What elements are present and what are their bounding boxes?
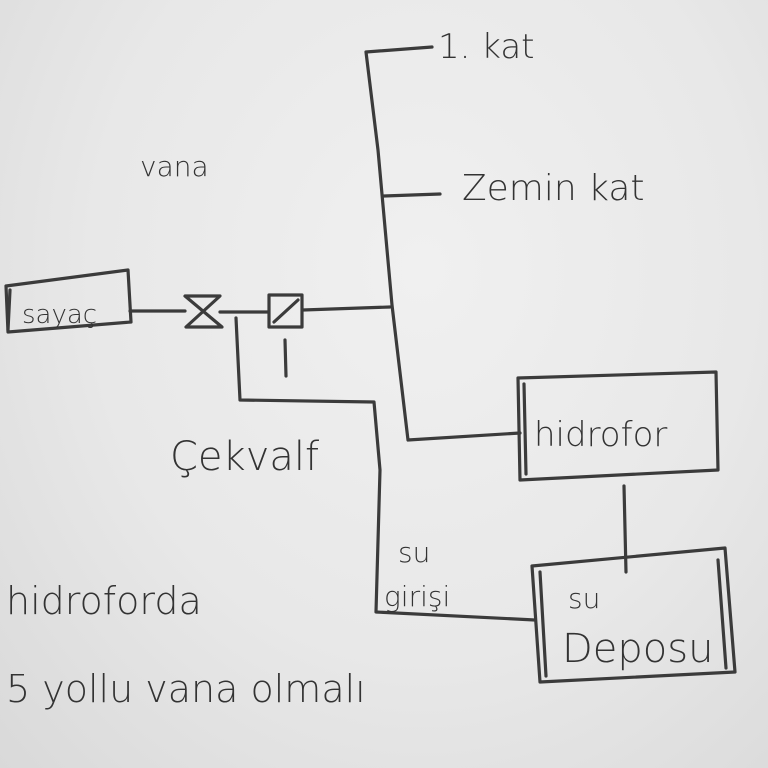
check-valve-icon bbox=[267, 293, 304, 378]
water-inlet-label-2: girişi bbox=[384, 580, 450, 613]
tank-label-1: su bbox=[568, 582, 600, 615]
meter-box: sayaç bbox=[4, 268, 133, 334]
supply-pipe bbox=[128, 305, 392, 314]
riser-pipe bbox=[364, 45, 522, 442]
hydrophore-tank-pipe bbox=[622, 484, 628, 574]
hydrophore-label: hidrofor bbox=[534, 415, 667, 455]
check-valve-branch bbox=[234, 316, 537, 622]
water-tank-box: su Deposu bbox=[530, 546, 737, 684]
gate-valve-icon bbox=[183, 294, 224, 329]
ground-floor-branch bbox=[382, 192, 442, 198]
meter-label: sayaç bbox=[22, 300, 97, 330]
floor1-label: 1. kat bbox=[438, 27, 535, 67]
hydrophore-box: hidrofor bbox=[516, 370, 720, 482]
valve-label: vana bbox=[140, 150, 209, 183]
note-line-2: 5 yollu vana olmalı bbox=[6, 667, 366, 711]
note-line-1: hidroforda bbox=[6, 579, 202, 623]
water-inlet-label-1: su bbox=[398, 536, 430, 569]
ground-floor-label: Zemin kat bbox=[462, 168, 645, 209]
check-valve-label: Çekvalf bbox=[170, 434, 319, 480]
tank-label-2: Deposu bbox=[562, 626, 713, 672]
